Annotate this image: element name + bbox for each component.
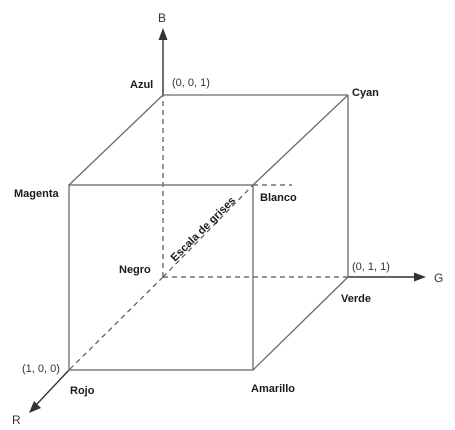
hidden-edges xyxy=(68,95,348,371)
top-right-edge xyxy=(252,94,349,186)
b-axis-arrowhead xyxy=(158,28,168,40)
axis-label-g: G xyxy=(434,271,443,285)
bottom-right-edge xyxy=(252,276,349,371)
cube-edges xyxy=(68,94,349,371)
top-left-edge xyxy=(68,94,164,186)
vertex-label-cyan: Cyan xyxy=(352,87,379,99)
coord-blue: (0, 0, 1) xyxy=(172,77,210,89)
vertex-label-green: Verde xyxy=(341,293,371,305)
vertex-label-white: Blanco xyxy=(260,192,297,204)
vertex-label-blue: Azul xyxy=(130,79,153,91)
vertex-label-yellow: Amarillo xyxy=(251,383,295,395)
coord-green: (0, 1, 1) xyxy=(352,261,390,273)
grayscale-label: Escala de grises xyxy=(169,195,238,264)
front-face xyxy=(68,184,254,371)
axis-label-r: R xyxy=(12,413,21,427)
hidden-edge-to-red xyxy=(68,276,164,371)
vertex-label-magenta: Magenta xyxy=(14,188,60,200)
g-axis-arrowhead xyxy=(414,272,426,282)
grayscale-diagonal xyxy=(162,184,254,278)
coord-red: (1, 0, 0) xyxy=(22,363,60,375)
vertex-label-black: Negro xyxy=(119,264,151,276)
axis-label-b: B xyxy=(158,11,166,25)
axes xyxy=(29,28,426,413)
r-axis-arrowhead xyxy=(29,401,41,413)
vertex-label-red: Rojo xyxy=(70,385,95,397)
r-axis-line xyxy=(36,369,70,405)
